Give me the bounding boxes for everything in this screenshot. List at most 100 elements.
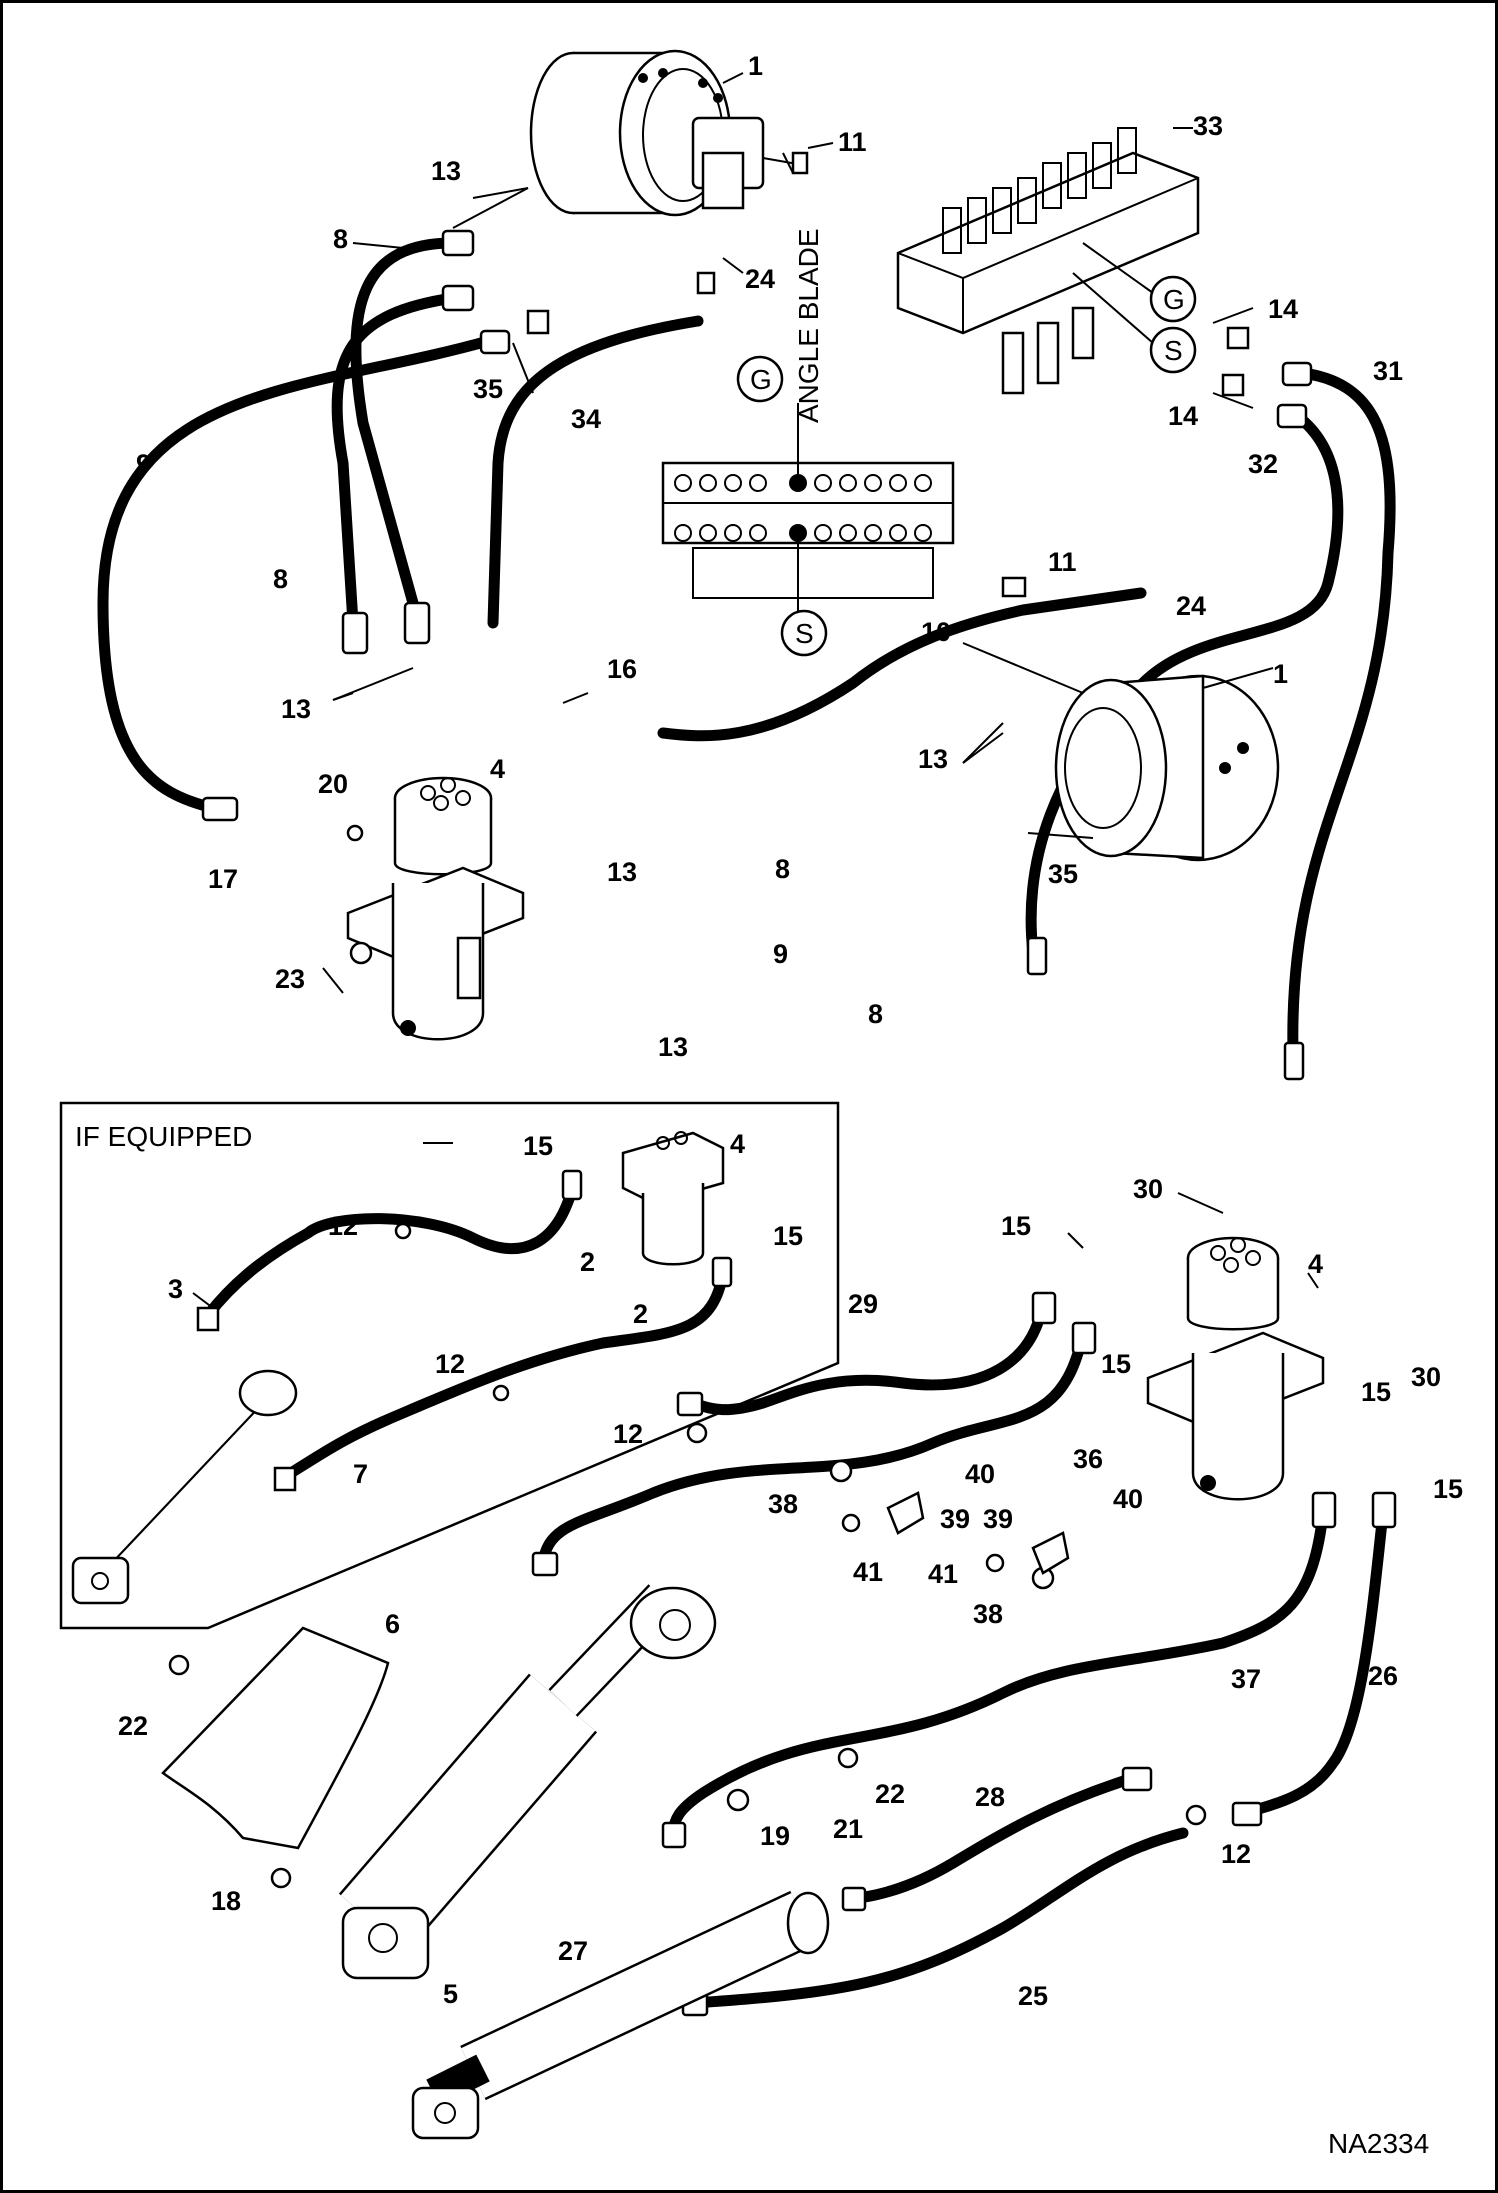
callout-17: 17 — [208, 864, 238, 894]
port-marker-g-top: G — [1149, 275, 1197, 323]
fittings-upper — [201, 229, 1313, 1081]
callouts: 1 1 2 2 3 4 4 4 5 6 7 8 8 8 8 9 9 10 11 … — [118, 51, 1463, 2011]
callout-11a: 11 — [838, 127, 867, 157]
callout-30a: 30 — [1133, 1174, 1163, 1204]
callout-28: 28 — [975, 1782, 1005, 1812]
callout-24b: 24 — [1176, 591, 1206, 621]
callout-13d: 13 — [918, 744, 948, 774]
callout-4b: 4 — [730, 1129, 745, 1159]
callout-33: 33 — [1193, 111, 1223, 141]
callout-27: 27 — [558, 1936, 588, 1966]
callout-12b: 12 — [435, 1349, 465, 1379]
swivel-manifold-right — [1146, 1236, 1325, 1501]
callout-8b: 8 — [273, 564, 288, 594]
callout-8c: 8 — [775, 854, 790, 884]
swivel-manifold-left — [346, 776, 525, 1041]
callout-32: 32 — [1248, 449, 1278, 479]
hoses-upper — [97, 237, 1396, 1059]
small-parts — [168, 824, 1207, 1889]
callout-10: 10 — [921, 617, 951, 647]
angle-cylinder — [411, 1890, 830, 2140]
angle-blade-valve — [661, 403, 955, 613]
callout-41b: 41 — [928, 1559, 958, 1589]
svg-text:S: S — [795, 618, 814, 649]
callout-37: 37 — [1231, 1664, 1261, 1694]
callout-11b: 11 — [1048, 547, 1077, 577]
callout-35b: 35 — [1048, 859, 1078, 889]
blade-cylinder — [338, 1584, 717, 1980]
callout-8a: 8 — [333, 224, 348, 254]
callout-25: 25 — [1018, 1981, 1048, 2011]
callout-22a: 22 — [118, 1711, 148, 1741]
control-valve — [896, 127, 1200, 395]
callout-39b: 39 — [983, 1504, 1013, 1534]
travel-motor-right — [1054, 674, 1280, 862]
callout-35a: 35 — [473, 374, 503, 404]
callout-2b: 2 — [633, 1299, 648, 1329]
callout-9b: 9 — [773, 939, 788, 969]
callout-23: 23 — [275, 964, 305, 994]
callout-14a: 14 — [1268, 294, 1298, 324]
callout-13a: 13 — [431, 156, 461, 186]
callout-40b: 40 — [1113, 1484, 1143, 1514]
callout-12d: 12 — [1221, 1839, 1251, 1869]
angle-blade-label: ANGLE BLADE — [793, 228, 824, 423]
port-marker-s-inset: S — [780, 609, 828, 657]
callout-21: 21 — [833, 1814, 863, 1844]
port-marker-s-top: S — [1149, 326, 1197, 374]
callout-1b: 1 — [1273, 659, 1288, 689]
callout-4c: 4 — [1308, 1249, 1323, 1279]
callout-13c: 13 — [607, 857, 637, 887]
exploded-hydraulic-diagram: IF EQUIPPED — [59, 49, 1463, 2159]
callout-15c: 15 — [1001, 1211, 1031, 1241]
callout-4a: 4 — [490, 754, 505, 784]
callout-13b: 13 — [281, 694, 311, 724]
callout-7: 7 — [353, 1459, 368, 1489]
inset-frame — [59, 1101, 840, 1630]
callout-30b: 30 — [1411, 1362, 1441, 1392]
callout-38b: 38 — [973, 1599, 1003, 1629]
callout-29: 29 — [848, 1289, 878, 1319]
callout-3: 3 — [168, 1274, 183, 1304]
blade-shield — [161, 1626, 390, 1850]
inset-parts — [71, 1131, 733, 1605]
callout-15a: 15 — [523, 1131, 553, 1161]
callout-15e: 15 — [1361, 1377, 1391, 1407]
leader-lines — [192, 72, 1319, 1309]
callout-24a: 24 — [745, 264, 775, 294]
callout-38a: 38 — [768, 1489, 798, 1519]
callout-15b: 15 — [773, 1221, 803, 1251]
inset-label: IF EQUIPPED — [75, 1121, 252, 1152]
callout-14b: 14 — [1168, 401, 1198, 431]
fittings-lower — [531, 1291, 1397, 2017]
callout-26: 26 — [1368, 1661, 1398, 1691]
callout-15d: 15 — [1101, 1349, 1131, 1379]
svg-text:S: S — [1164, 335, 1183, 366]
callout-2a: 2 — [580, 1247, 595, 1277]
callout-12a: 12 — [328, 1211, 358, 1241]
callout-20: 20 — [318, 769, 348, 799]
callout-8d: 8 — [868, 999, 883, 1029]
callout-6: 6 — [385, 1609, 400, 1639]
callout-39a: 39 — [940, 1504, 970, 1534]
travel-motor-top — [529, 49, 765, 217]
port-marker-g-inset: G — [736, 355, 784, 403]
callout-22b: 22 — [875, 1779, 905, 1809]
callout-18: 18 — [211, 1886, 241, 1916]
hoses-lower — [537, 1297, 1389, 2009]
callout-34: 34 — [571, 404, 601, 434]
callout-9a: 9 — [136, 449, 151, 479]
callout-1a: 1 — [748, 51, 763, 81]
callout-40a: 40 — [965, 1459, 995, 1489]
callout-31: 31 — [1373, 356, 1403, 386]
callout-13e: 13 — [658, 1032, 688, 1062]
callout-36: 36 — [1073, 1444, 1103, 1474]
callout-5: 5 — [443, 1979, 458, 2009]
svg-text:G: G — [750, 364, 772, 395]
callout-15f: 15 — [1433, 1474, 1463, 1504]
svg-text:G: G — [1163, 284, 1185, 315]
drawing-code: NA2334 — [1328, 2128, 1429, 2159]
callout-16: 16 — [607, 654, 637, 684]
callout-12c: 12 — [613, 1419, 643, 1449]
